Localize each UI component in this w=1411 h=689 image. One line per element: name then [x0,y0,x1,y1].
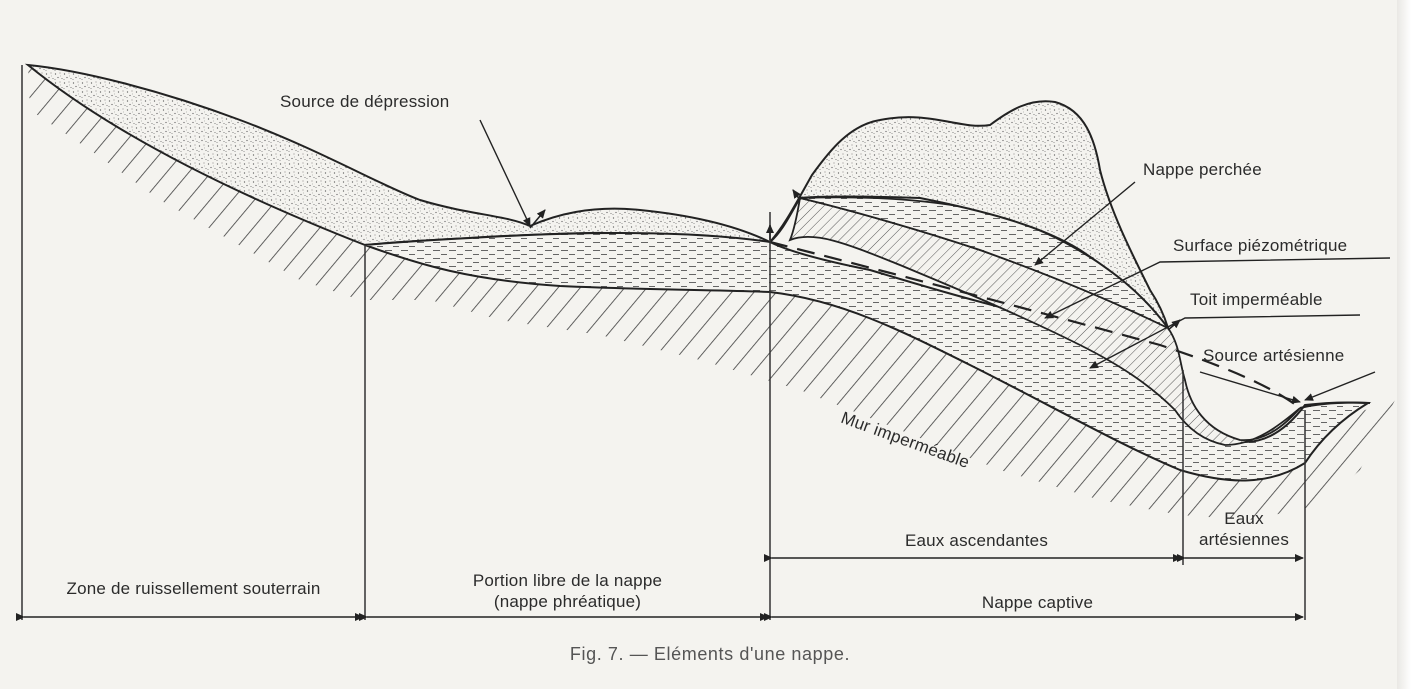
label-source-artesienne: Source artésienne [1203,346,1345,365]
label-nappe-perchee: Nappe perchée [1143,160,1262,179]
spring-arrow-depression [529,209,546,229]
label-portion-libre: Portion libre de la nappe (nappe phréati… [367,570,768,612]
label-eaux-ascendantes: Eaux ascendantes [904,531,1049,550]
leader-source-artesienne-2 [1199,371,1301,404]
piezometric-line [769,240,1301,409]
ground-right [1299,401,1371,409]
bedrock-hatch [28,65,1395,520]
label-portion-libre-line2: (nappe phréatique) [493,592,642,611]
spring-arrow-perchee [792,189,801,201]
spring-arrow-toit [1167,319,1181,331]
leader-surface-piezo [1044,257,1391,319]
figure-caption: Fig. 7. — Eléments d'une nappe. [569,644,851,664]
label-zone-ruissellement: Zone de ruissellement souterrain [66,579,321,598]
label-toit-impermeable: Toit imperméable [1190,290,1323,309]
page-edge [1397,0,1411,689]
label-portion-libre-line1: Portion libre de la nappe [472,571,663,590]
soil-right-hill [769,100,1169,329]
leader-toit-impermeable [1089,314,1361,369]
label-eaux-artesiennes-line2: artésiennes [1198,530,1290,549]
label-source-depression: Source de dépression [280,92,450,111]
leader-nappe-perchee [1034,181,1136,266]
label-nappe-captive: Nappe captive [981,593,1094,612]
label-eaux-artesiennes: Eaux artésiennes [1185,508,1303,550]
label-surface-piezometrique: Surface piézométrique [1173,236,1348,255]
aquifer-free-portion [364,231,1372,482]
leader-source-depression [479,119,531,227]
leader-source-artesienne [1304,371,1376,401]
label-eaux-artesiennes-line1: Eaux [1224,509,1264,528]
